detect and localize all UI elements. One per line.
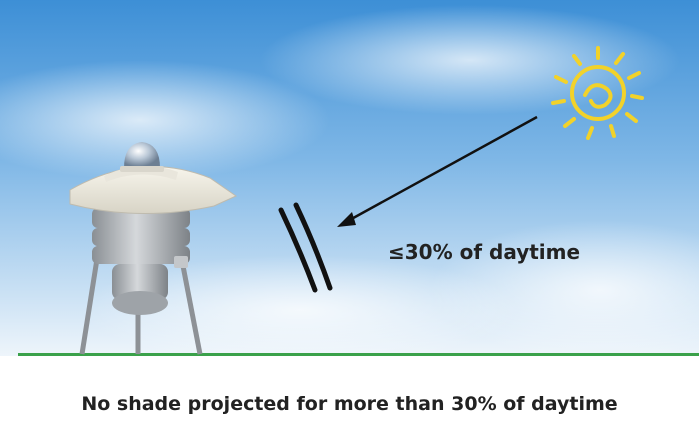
sun-icon xyxy=(551,46,644,140)
cloud xyxy=(0,60,330,180)
shadow-mark-icon xyxy=(278,202,333,293)
caption: No shade projected for more than 30% of … xyxy=(81,393,618,415)
cloud xyxy=(260,5,680,115)
ground-line xyxy=(18,353,699,356)
weather-sensor-icon xyxy=(69,142,238,355)
sunlight-arrow xyxy=(337,115,538,227)
daytime-threshold-label: ≤30% of daytime xyxy=(388,240,581,264)
cloud xyxy=(80,255,520,365)
